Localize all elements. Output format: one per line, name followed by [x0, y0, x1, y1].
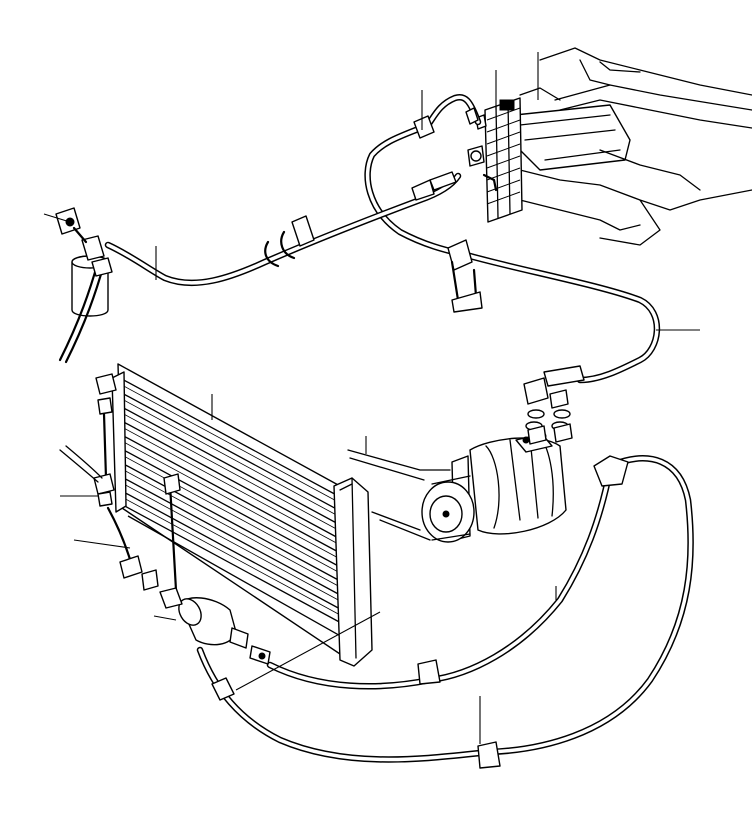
callout-leader [153, 615, 177, 621]
condenser [59, 363, 373, 667]
callout-leader [43, 213, 71, 223]
hose-fittings [264, 107, 629, 769]
discharge-hose [196, 455, 694, 763]
inline-filter [159, 587, 271, 701]
callout-leader [235, 611, 381, 691]
evaporator-unit [467, 47, 752, 246]
receiver-drier [55, 207, 113, 364]
callout-leader [73, 539, 131, 549]
compressor [347, 365, 585, 543]
suction-hose [364, 94, 661, 384]
liquid-line [104, 172, 462, 287]
callout-leaders [43, 52, 700, 744]
